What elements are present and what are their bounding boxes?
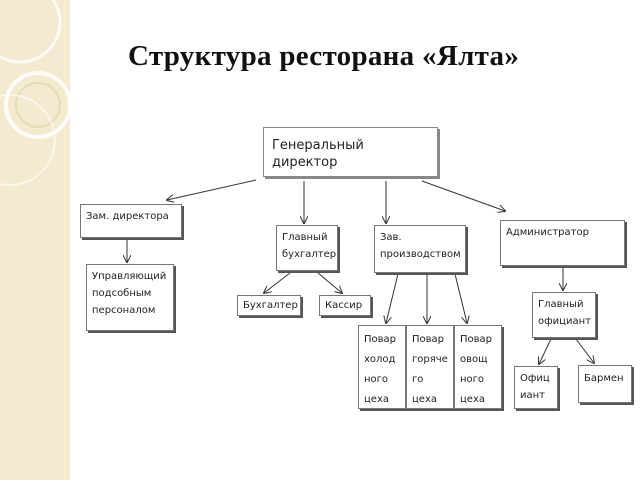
node-accountant: Бухгалтер [237,295,301,316]
node-chief-accountant: Главный бухгалтер [276,225,338,271]
arrow-production-to-veg [454,273,467,323]
node-general-director: Генеральный директор [263,127,438,177]
node-cook-hot: Повар горяче го цеха [406,325,454,409]
node-production-head: Зав. производством [374,225,466,273]
decorative-circles-icon [0,0,70,186]
arrow-gen-to-deputy [167,179,257,200]
arrow-headwaiter-to-waiter [539,338,552,364]
arrow-production-to-cold [386,273,399,323]
node-service-manager: Управляющий подсобным персоналом [86,264,174,331]
node-cook-veg: Повар овощ ного цеха [454,325,502,409]
node-administrator: Администратор [500,220,625,266]
node-barman: Бармен [578,365,632,403]
arrow-gen-to-admin [421,180,505,211]
arrow-chief-to-accountant [264,272,291,293]
arrow-headwaiter-to-barman [575,338,594,363]
node-waiter: Офиц иант [514,366,558,409]
arrow-chief-to-cashier [317,272,342,293]
node-deputy-director: Зам. директора [80,204,182,238]
node-cashier: Кассир [319,295,371,316]
decorative-side-strip [0,0,70,480]
node-cook-cold: Повар холод ного цеха [358,325,406,409]
page-title: Структура ресторана «Ялта» [128,40,520,72]
node-head-waiter: Главный официант [532,292,596,338]
